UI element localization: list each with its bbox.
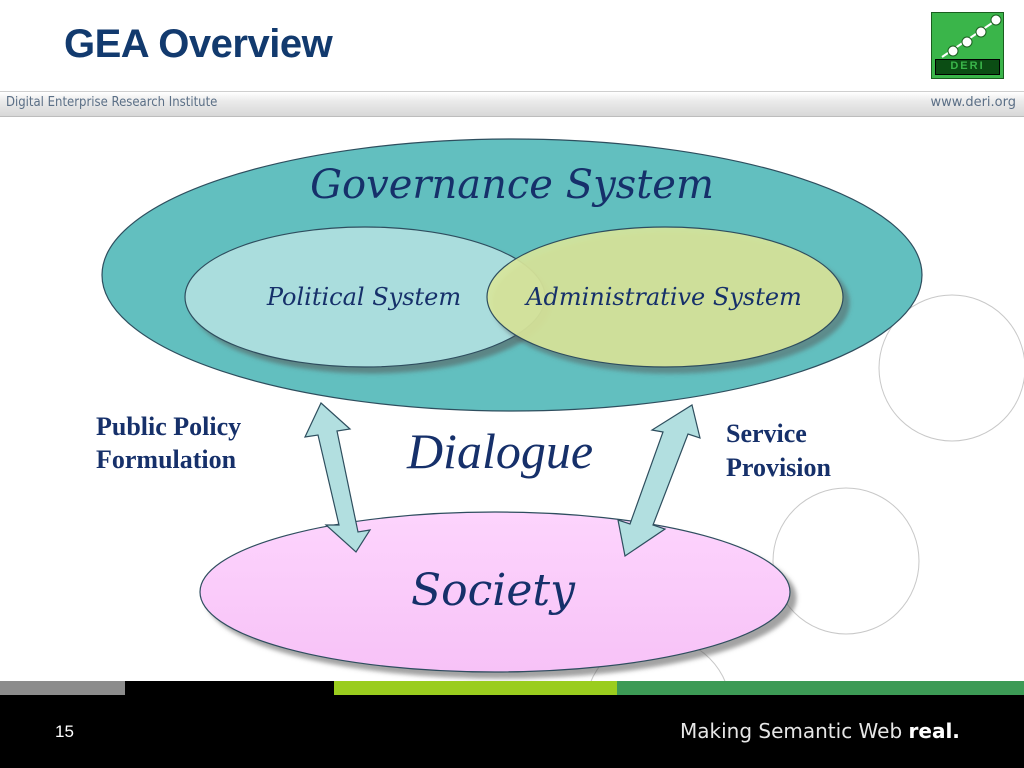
society-ellipse (199, 511, 791, 673)
institute-name: Digital Enterprise Research Institute (6, 95, 218, 110)
footer-stripe-black (173, 681, 334, 695)
logo-text: DERI (935, 59, 1000, 75)
administrative-ellipse (486, 226, 844, 368)
footer-stripe-gray (0, 681, 125, 695)
policy-label-line1: Public Policy (96, 412, 241, 441)
administrative-label: Administrative System (524, 283, 802, 311)
political-label: Political System (266, 283, 461, 311)
footer-stripe-lime (334, 681, 617, 695)
left-double-arrow (303, 402, 372, 553)
service-label-line1: Service (726, 419, 807, 448)
footer-slogan: Making Semantic Web real. (680, 719, 960, 743)
footer-bar (0, 681, 1024, 768)
header-bar: Digital Enterprise Research Institute ww… (0, 91, 1024, 117)
decorative-circle (878, 294, 1024, 442)
slide-title: GEA Overview (64, 22, 333, 66)
governance-label: Governance System (310, 162, 714, 208)
slogan-regular: Making Semantic Web (680, 719, 909, 743)
deri-logo: DERI (931, 12, 1004, 79)
policy-label-line2: Formulation (96, 445, 237, 474)
footer-stripe-black (125, 681, 173, 695)
society-label: Society (411, 565, 576, 616)
right-double-arrow (617, 404, 701, 558)
website-link[interactable]: www.deri.org (930, 95, 1017, 110)
logo-dots-icon (941, 14, 1002, 58)
footer-stripe-green (617, 681, 1024, 695)
slogan-bold: real. (908, 719, 960, 743)
page-number: 15 (55, 722, 74, 741)
decorative-circle (772, 487, 920, 635)
service-label-line2: Provision (726, 453, 832, 482)
dialogue-label: Dialogue (406, 423, 593, 479)
